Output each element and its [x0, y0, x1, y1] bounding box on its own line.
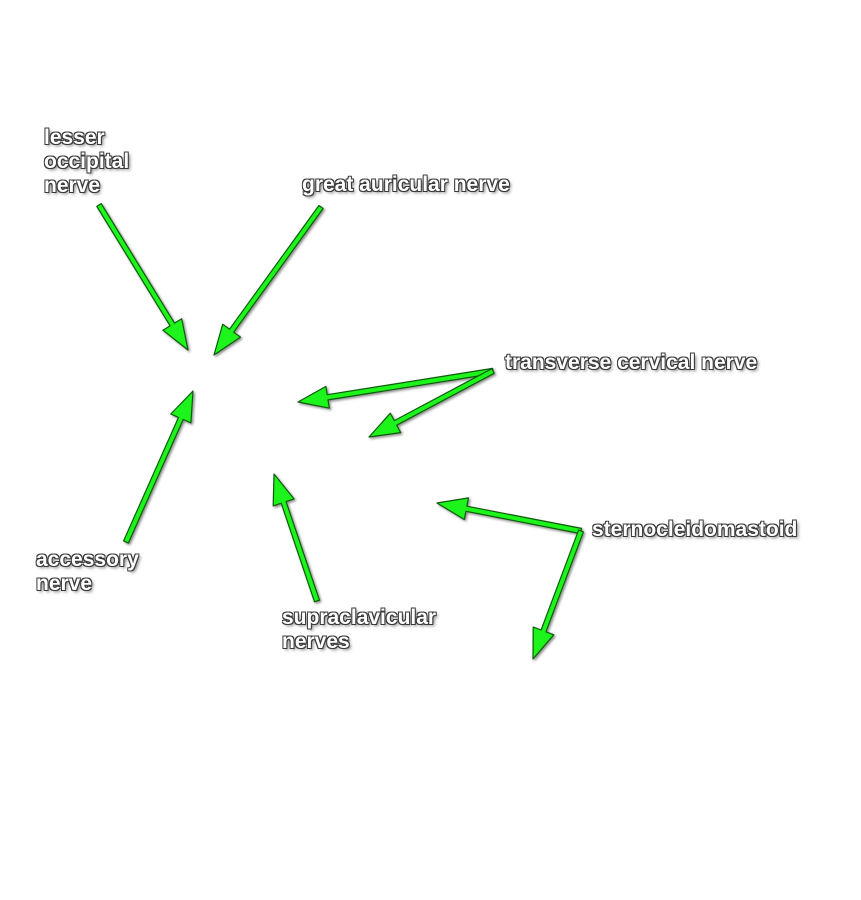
arrow-transverse-cervical-upper: [297, 367, 494, 409]
label-accessory-nerve: accessory nerve: [36, 548, 139, 595]
arrow-great-auricular: [213, 204, 324, 356]
arrow-lesser-occipital: [96, 203, 189, 351]
arrow-sternocleidomastoid-lower: [532, 529, 584, 660]
arrow-accessory: [123, 390, 194, 544]
arrow-transverse-cervical-lower: [368, 368, 495, 438]
arrow-sternocleidomastoid-upper: [436, 497, 583, 535]
label-lesser-occipital-nerve: lesser occipital nerve: [44, 126, 130, 197]
label-sternocleidomastoid: sternocleidomastoid: [592, 518, 798, 541]
label-transverse-cervical-nerve: transverse cervical nerve: [505, 351, 758, 374]
label-great-auricular-nerve: great auricular nerve: [302, 173, 510, 196]
label-supraclavicular-nerves: supraclavicular nerves: [282, 606, 437, 653]
arrow-supraclavicular: [272, 473, 321, 603]
